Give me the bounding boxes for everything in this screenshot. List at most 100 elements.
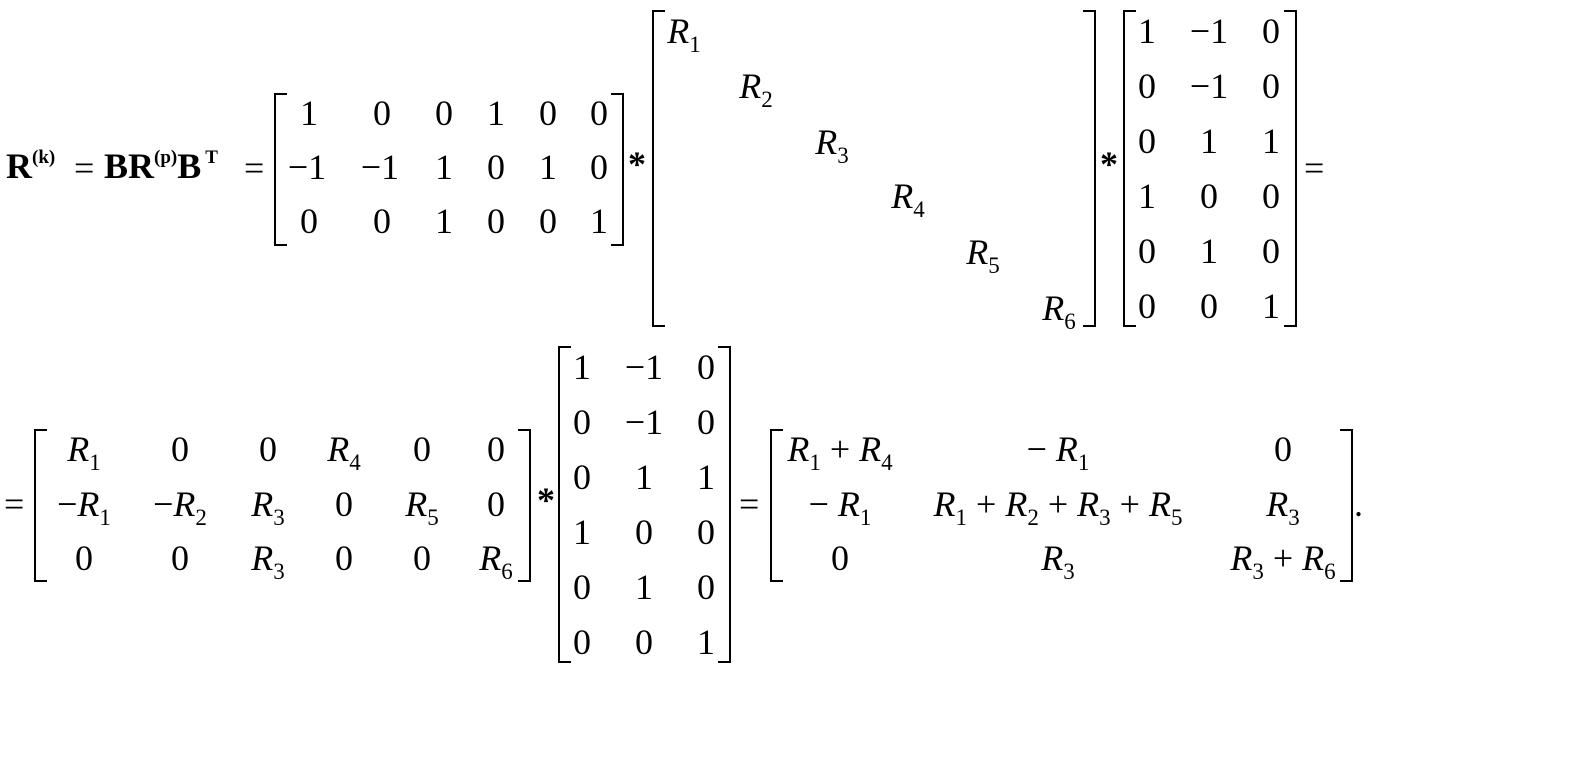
matrix-product-cell: 0: [487, 484, 505, 524]
matrix-product-cell: −R1: [57, 484, 111, 530]
matrix-product-cell: 0: [171, 429, 189, 469]
matrix-bt-cell: 0: [1138, 286, 1156, 326]
matrix-product-cell: −R2: [153, 484, 207, 530]
matrix-b-cell: 0: [590, 147, 608, 187]
matrix-product-cell: 0: [171, 538, 189, 578]
matrix-bt-cell: 0: [1262, 11, 1280, 51]
matrix-b-cell: 0: [300, 201, 318, 241]
lhs-symbol: R: [6, 146, 32, 186]
matrix-product-cell: R5: [405, 484, 439, 530]
matrix-result-cell: R3 + R6: [1230, 538, 1336, 584]
multiply-sign-2: *: [1100, 144, 1118, 184]
matrix-bt-cell: 0: [1262, 176, 1280, 216]
matrix-rp-right-bracket: [1083, 10, 1096, 327]
matrix-b-cell: 0: [373, 201, 391, 241]
matrix-bt-cell: 0: [697, 512, 715, 552]
matrix-b-cell: 0: [590, 93, 608, 133]
matrix-result-cell: R3: [1041, 538, 1075, 584]
matrix-result-cell: 0: [831, 538, 849, 578]
matrix-product-cell: 0: [259, 429, 277, 469]
matrix-b-cell: 0: [539, 201, 557, 241]
equals-sign-1: =: [74, 148, 95, 188]
matrix-rp-diag-entry: R6: [1042, 288, 1076, 334]
b-symbol: B: [104, 146, 129, 186]
matrix-bt-cell: −1: [1189, 66, 1229, 106]
matrix-bt-cell: 1: [1200, 231, 1218, 271]
matrix-bt-cell: 1: [635, 567, 653, 607]
matrix-bt-cell: −1: [1189, 11, 1229, 51]
matrix-bt2-left-bracket: [558, 346, 571, 663]
matrix-bt-cell: 1: [1138, 11, 1156, 51]
matrix-result-right-bracket: [1340, 429, 1353, 582]
rp-symbol: R: [128, 146, 155, 186]
matrix-rp-diag-entry: R3: [815, 122, 849, 168]
matrix-bt-cell: −1: [624, 347, 664, 387]
matrix-result-cell: − R1: [808, 484, 872, 530]
matrix-b-cell: 0: [487, 147, 505, 187]
matrix-b-cell: 0: [539, 93, 557, 133]
matrix-bt-cell: 0: [1138, 231, 1156, 271]
matrix-bt-cell: 0: [573, 622, 591, 662]
matrix-bt-cell: 0: [1262, 66, 1280, 106]
matrix-bt-cell: 1: [573, 347, 591, 387]
matrix-bt-left-bracket: [1123, 10, 1136, 327]
matrix-b-cell: 1: [435, 201, 453, 241]
matrix-rp-diag-entry: R4: [891, 176, 925, 222]
matrix-result-cell: R3: [1266, 484, 1300, 530]
matrix-bt-cell: 1: [1200, 121, 1218, 161]
matrix-b-right-bracket: [611, 93, 624, 246]
matrix-result-cell: R1 + R2 + R3 + R5: [933, 484, 1183, 530]
matrix-bt-cell: 0: [635, 512, 653, 552]
matrix-product-cell: 0: [487, 429, 505, 469]
matrix-bt-cell: 1: [1138, 176, 1156, 216]
multiply-sign-3: *: [537, 480, 555, 520]
matrix-product-cell: 0: [335, 484, 353, 524]
matrix-product-cell: R3: [251, 484, 285, 530]
matrix-b-cell: 1: [539, 147, 557, 187]
matrix-rp-diag-entry: R5: [966, 232, 1000, 278]
bt-symbol: B: [177, 146, 202, 186]
matrix-bt-cell: 0: [1138, 66, 1156, 106]
multiply-sign-1: *: [628, 144, 646, 184]
final-period: .: [1354, 484, 1363, 524]
matrix-product-cell: 0: [75, 538, 93, 578]
matrix-bt-cell: 1: [635, 457, 653, 497]
bt-superscript: T: [205, 147, 218, 168]
matrix-bt2-right-bracket: [718, 346, 731, 663]
matrix-bt-cell: 1: [573, 512, 591, 552]
matrix-bt-cell: 0: [1262, 231, 1280, 271]
matrix-bt-cell: 0: [1200, 286, 1218, 326]
matrix-bt-cell: 1: [1262, 286, 1280, 326]
matrix-b-cell: 1: [300, 93, 318, 133]
matrix-bt-cell: 0: [573, 457, 591, 497]
matrix-rp-diag-entry: R1: [667, 11, 701, 57]
matrix-b-cell: 1: [435, 147, 453, 187]
matrix-b-cell: 0: [435, 93, 453, 133]
matrix-product-cell: 0: [335, 538, 353, 578]
matrix-product-cell: R1: [67, 429, 101, 475]
matrix-bt-cell: 1: [1262, 121, 1280, 161]
matrix-b-cell: 1: [487, 93, 505, 133]
matrix-rp-diag-entry: R2: [739, 66, 773, 112]
matrix-product-cell: R4: [327, 429, 361, 475]
matrix-result-cell: 0: [1274, 429, 1292, 469]
matrix-result-left-bracket: [770, 429, 783, 582]
lhs-r-k: R(k): [6, 148, 55, 184]
matrix-bt-cell: 0: [697, 402, 715, 442]
matrix-bt-cell: 0: [697, 567, 715, 607]
matrix-product-left-bracket: [34, 429, 47, 582]
matrix-bt-cell: 1: [697, 622, 715, 662]
matrix-bt-cell: 0: [635, 622, 653, 662]
matrix-bt-cell: 0: [573, 402, 591, 442]
matrix-product-cell: R6: [479, 538, 513, 584]
matrix-product-cell: 0: [413, 429, 431, 469]
equals-sign-5: =: [739, 484, 760, 524]
matrix-b-cell: −1: [287, 147, 327, 187]
equals-sign-2: =: [244, 148, 265, 188]
matrix-bt-cell: 0: [1200, 176, 1218, 216]
rp-superscript: (p): [154, 147, 178, 168]
matrix-product-cell: R3: [251, 538, 285, 584]
equals-sign-4: =: [4, 484, 25, 524]
matrix-b-cell: 0: [487, 201, 505, 241]
